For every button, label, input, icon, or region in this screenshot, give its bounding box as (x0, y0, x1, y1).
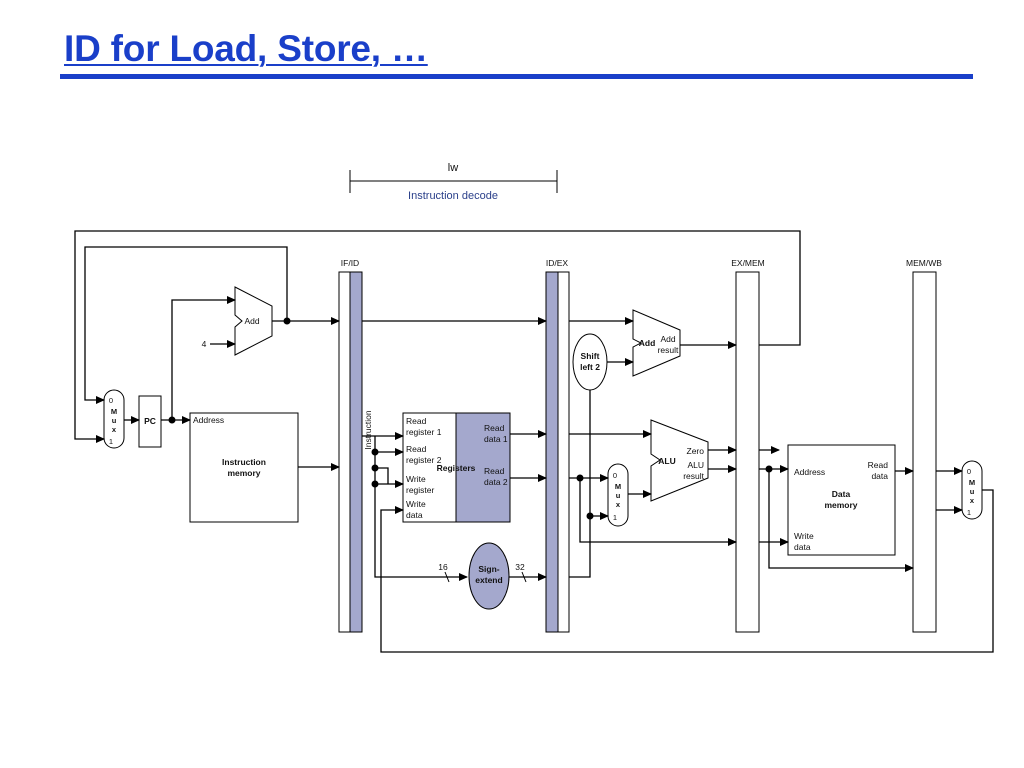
svg-text:Address: Address (794, 467, 825, 477)
svg-text:Registers: Registers (437, 463, 476, 473)
svg-text:Zero: Zero (687, 446, 705, 456)
data-memory: Address Read data Data memory Write data (787, 444, 896, 556)
pc-mux: 0 M u x 1 (103, 389, 125, 449)
svg-text:Add: Add (660, 334, 675, 344)
svg-text:ALU: ALU (687, 460, 704, 470)
svg-text:Add: Add (639, 338, 656, 348)
pipeline-register-id-ex: ID/EX (545, 258, 570, 633)
svg-text:Instruction: Instruction (222, 457, 266, 467)
mem-wb-label: MEM/WB (906, 258, 942, 268)
pipeline-register-if-id: IF/ID (338, 258, 363, 633)
svg-text:Data: Data (832, 489, 851, 499)
alu: ALU Zero ALU result (650, 419, 709, 502)
svg-text:data: data (871, 471, 888, 481)
svg-text:memory: memory (824, 500, 857, 510)
branch-adder: Add Add result (632, 309, 681, 377)
stage-indicator: lw Instruction decode (349, 162, 558, 202)
svg-text:Write: Write (406, 499, 426, 509)
svg-text:u: u (616, 491, 621, 500)
svg-text:register: register (406, 485, 435, 495)
svg-text:Read: Read (406, 444, 427, 454)
svg-text:data: data (794, 542, 811, 552)
svg-text:Read: Read (484, 423, 505, 433)
svg-text:16: 16 (438, 562, 448, 572)
pc-adder: Add 4 (202, 286, 273, 356)
if-id-label: IF/ID (341, 258, 359, 268)
alu-src-mux: 0 M u x 1 (607, 463, 629, 527)
svg-text:Instruction: Instruction (363, 410, 373, 449)
id-ex-label: ID/EX (546, 258, 569, 268)
svg-text:x: x (112, 425, 117, 434)
svg-text:Read: Read (484, 466, 505, 476)
svg-text:1: 1 (109, 437, 113, 446)
svg-text:1: 1 (967, 508, 971, 517)
svg-text:32: 32 (515, 562, 525, 572)
svg-text:Read: Read (406, 416, 427, 426)
ex-mem-label: EX/MEM (731, 258, 765, 268)
svg-text:ALU: ALU (658, 456, 675, 466)
stage-phase-label: Instruction decode (408, 190, 498, 202)
instruction-memory: Address Instruction memory Instruction (189, 410, 373, 523)
svg-text:register 1: register 1 (406, 427, 442, 437)
svg-text:result: result (658, 345, 679, 355)
svg-text:result: result (683, 471, 704, 481)
pipeline-register-ex-mem: EX/MEM (731, 258, 765, 633)
shift-left-2-unit: Shift left 2 (572, 333, 608, 391)
svg-text:data: data (406, 510, 423, 520)
svg-text:data 2: data 2 (484, 477, 508, 487)
svg-text:x: x (970, 496, 975, 505)
svg-text:extend: extend (475, 575, 502, 585)
svg-text:Add: Add (244, 316, 259, 326)
title-underline-rule (60, 74, 973, 79)
stage-instruction-label: lw (448, 162, 458, 174)
svg-text:M: M (615, 482, 621, 491)
svg-text:Write: Write (794, 531, 814, 541)
slide-title: ID for Load, Store, … (64, 28, 428, 69)
register-file: Read register 1 Read register 2 Write re… (402, 412, 511, 523)
svg-text:left 2: left 2 (580, 362, 600, 372)
pipeline-register-mem-wb: MEM/WB (906, 258, 942, 633)
svg-text:M: M (969, 478, 975, 487)
svg-text:data 1: data 1 (484, 434, 508, 444)
svg-text:0: 0 (109, 396, 113, 405)
svg-text:Read: Read (868, 460, 889, 470)
svg-text:Shift: Shift (581, 351, 600, 361)
svg-text:Write: Write (406, 474, 426, 484)
svg-text:PC: PC (144, 416, 156, 426)
pc-register: PC (138, 395, 162, 448)
svg-text:0: 0 (967, 467, 971, 476)
svg-text:0: 0 (613, 471, 617, 480)
svg-text:memory: memory (227, 468, 260, 478)
svg-text:4: 4 (202, 339, 207, 349)
svg-text:M: M (111, 407, 117, 416)
svg-text:u: u (970, 487, 975, 496)
svg-text:Sign-: Sign- (478, 564, 499, 574)
sign-extend-unit: Sign- extend 16 32 (438, 542, 525, 610)
svg-text:Address: Address (193, 415, 224, 425)
svg-text:1: 1 (613, 513, 617, 522)
svg-text:register 2: register 2 (406, 455, 442, 465)
wire-junctions (168, 317, 773, 520)
writeback-mux: 0 M u x 1 (961, 460, 983, 520)
svg-text:x: x (616, 500, 621, 509)
svg-text:u: u (112, 416, 117, 425)
